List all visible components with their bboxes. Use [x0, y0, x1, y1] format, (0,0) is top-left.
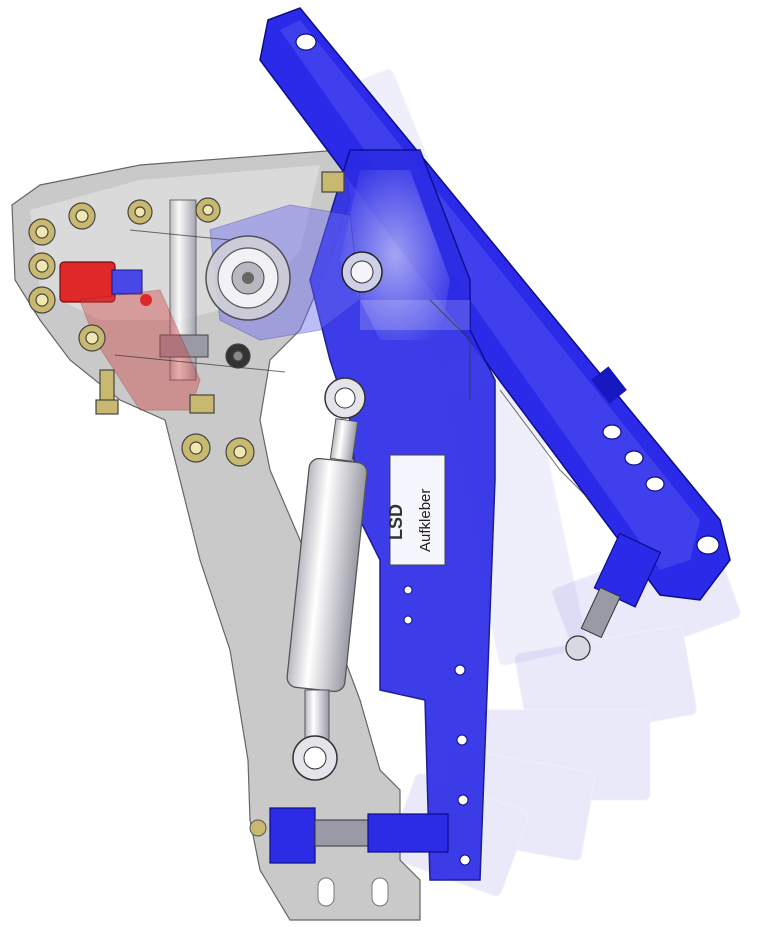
- sticker-label: Aufkleber: [417, 489, 434, 552]
- pivot-arm-holes: [295, 33, 720, 555]
- logo-text: LSD: [386, 504, 406, 540]
- bolt: [28, 286, 56, 314]
- bolt: [78, 324, 106, 352]
- bolt: [181, 433, 211, 463]
- bolt: [127, 199, 153, 225]
- bracket-holes: [403, 585, 471, 866]
- bolt: [189, 394, 215, 414]
- bolt: [28, 252, 56, 280]
- bolt: [195, 197, 221, 223]
- bolt: [225, 343, 251, 369]
- linkage-edges: [114, 229, 591, 501]
- sticker: LSD Aufkleber: [386, 454, 446, 566]
- lower-link: [249, 807, 449, 864]
- rod-end: [565, 532, 662, 661]
- bolt: [225, 437, 255, 467]
- main-pivot-bearing: [205, 235, 291, 321]
- ghost-arm-2: [514, 625, 697, 743]
- bolt: [28, 218, 56, 246]
- bolts: [28, 171, 345, 467]
- bolt: [321, 171, 345, 193]
- bolt: [68, 202, 96, 230]
- base-slots: [317, 877, 389, 907]
- bracket-bearing: [341, 251, 383, 293]
- bolt: [95, 369, 119, 415]
- gas-spring: [286, 377, 368, 781]
- vertical-shaft: [159, 199, 209, 381]
